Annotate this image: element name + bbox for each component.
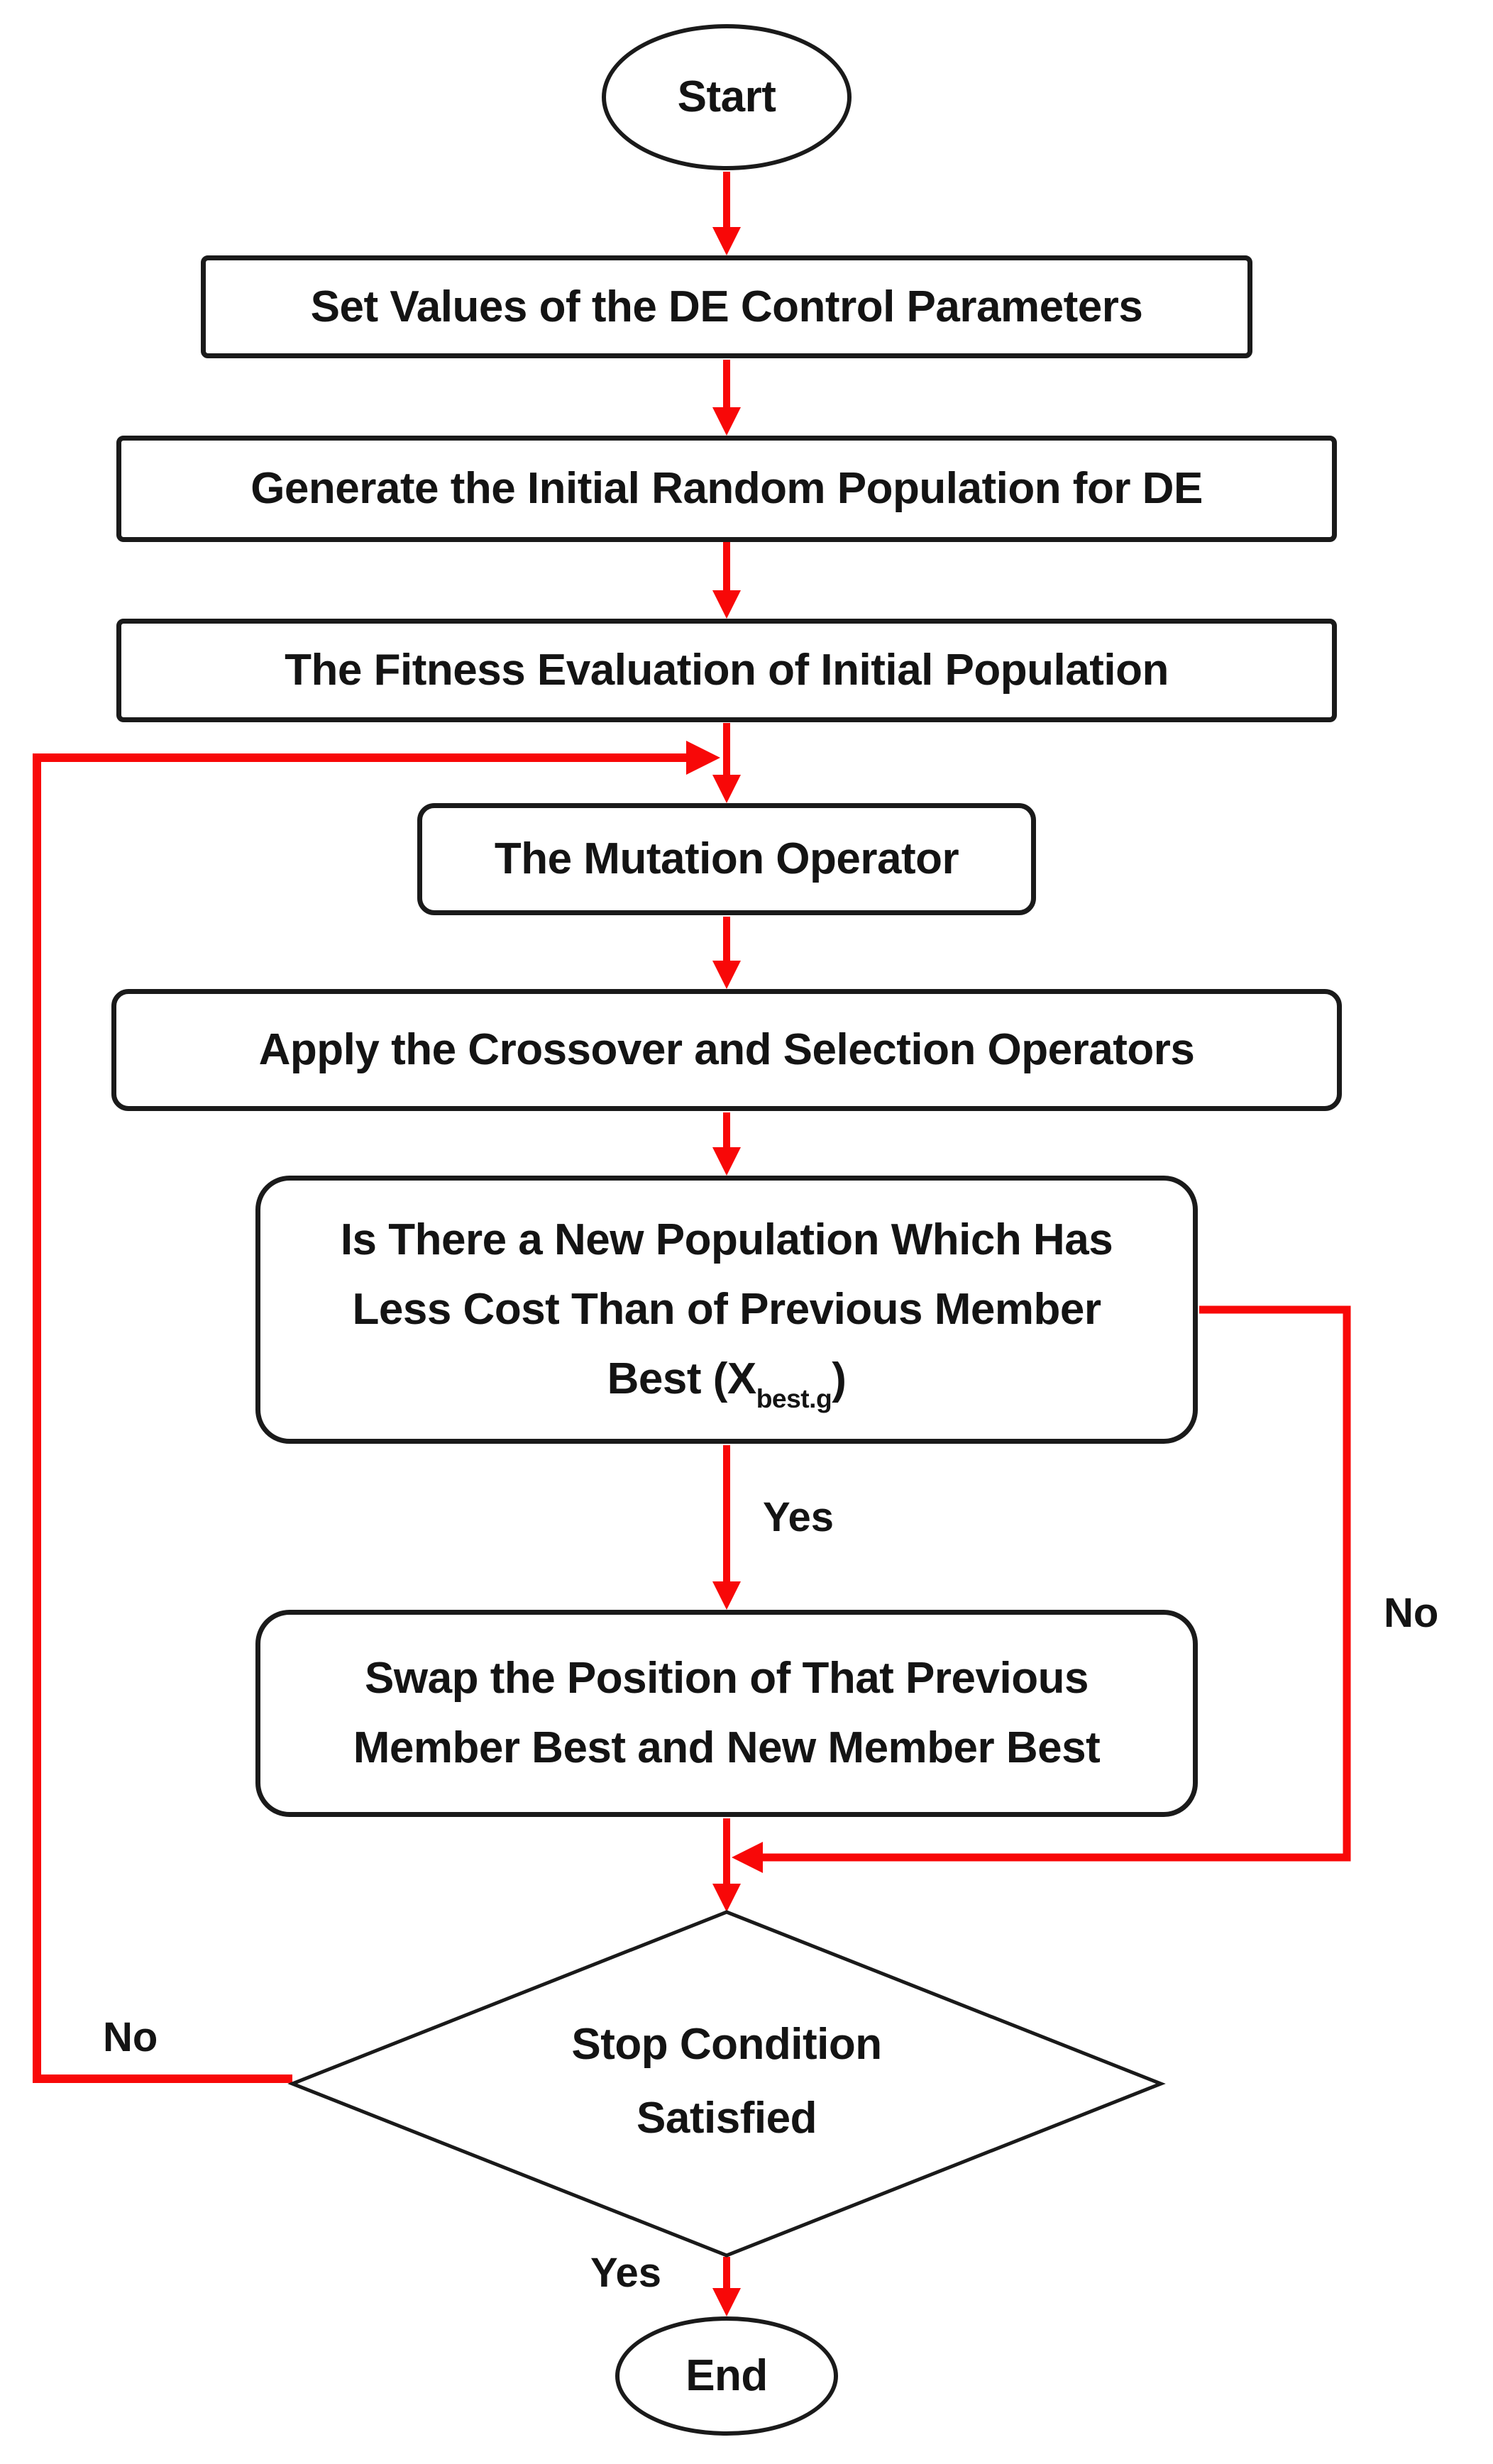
edge-label-check-no: No bbox=[1384, 1590, 1439, 1636]
node-crossover-selection: Apply the Crossover and Selection Operat… bbox=[111, 989, 1342, 1111]
xbest-subscript: best.g bbox=[756, 1383, 832, 1414]
check-line-1: Is There a New Population Which Has bbox=[340, 1215, 1113, 1264]
stop-line-2: Satisfied bbox=[637, 2094, 817, 2143]
edge-check-no-branch bbox=[732, 1305, 1351, 1873]
node-generate-population: Generate the Initial Random Population f… bbox=[116, 436, 1337, 542]
node-new-population-check: Is There a New Population Which Has Less… bbox=[255, 1176, 1198, 1444]
end-label: End bbox=[685, 2351, 768, 2400]
mutation-label: The Mutation Operator bbox=[494, 834, 959, 883]
swap-line-1: Swap the Position of That Previous bbox=[365, 1654, 1089, 1703]
generate-population-label: Generate the Initial Random Population f… bbox=[250, 464, 1203, 513]
edge-label-stop-no: No bbox=[103, 2014, 158, 2060]
node-end: End bbox=[615, 2316, 838, 2436]
node-set-params: Set Values of the DE Control Parameters bbox=[201, 255, 1252, 358]
edge-label-check-yes: Yes bbox=[763, 1494, 834, 1540]
crossover-selection-label: Apply the Crossover and Selection Operat… bbox=[258, 1025, 1195, 1074]
stop-condition-diamond-shape bbox=[287, 1910, 1166, 2258]
stop-line-1: Stop Condition bbox=[571, 2020, 882, 2069]
node-stop-condition-text: Stop Condition Satisfied bbox=[443, 2008, 1010, 2155]
set-params-label: Set Values of the DE Control Parameters bbox=[310, 282, 1143, 331]
edge-label-stop-yes: Yes bbox=[590, 2250, 661, 2296]
start-label: Start bbox=[677, 72, 776, 121]
fitness-evaluation-label: The Fitness Evaluation of Initial Popula… bbox=[285, 646, 1169, 695]
swap-line-2: Member Best and New Member Best bbox=[353, 1723, 1101, 1772]
check-line-3: Best (Xbest.g) bbox=[607, 1354, 847, 1414]
node-start: Start bbox=[602, 24, 852, 170]
edge-stop-no-feedback-loop bbox=[33, 741, 720, 2083]
node-mutation: The Mutation Operator bbox=[417, 803, 1036, 915]
node-fitness-evaluation: The Fitness Evaluation of Initial Popula… bbox=[116, 619, 1337, 722]
check-line-2: Less Cost Than of Previous Member bbox=[352, 1285, 1101, 1334]
node-swap-position: Swap the Position of That Previous Membe… bbox=[255, 1610, 1198, 1817]
